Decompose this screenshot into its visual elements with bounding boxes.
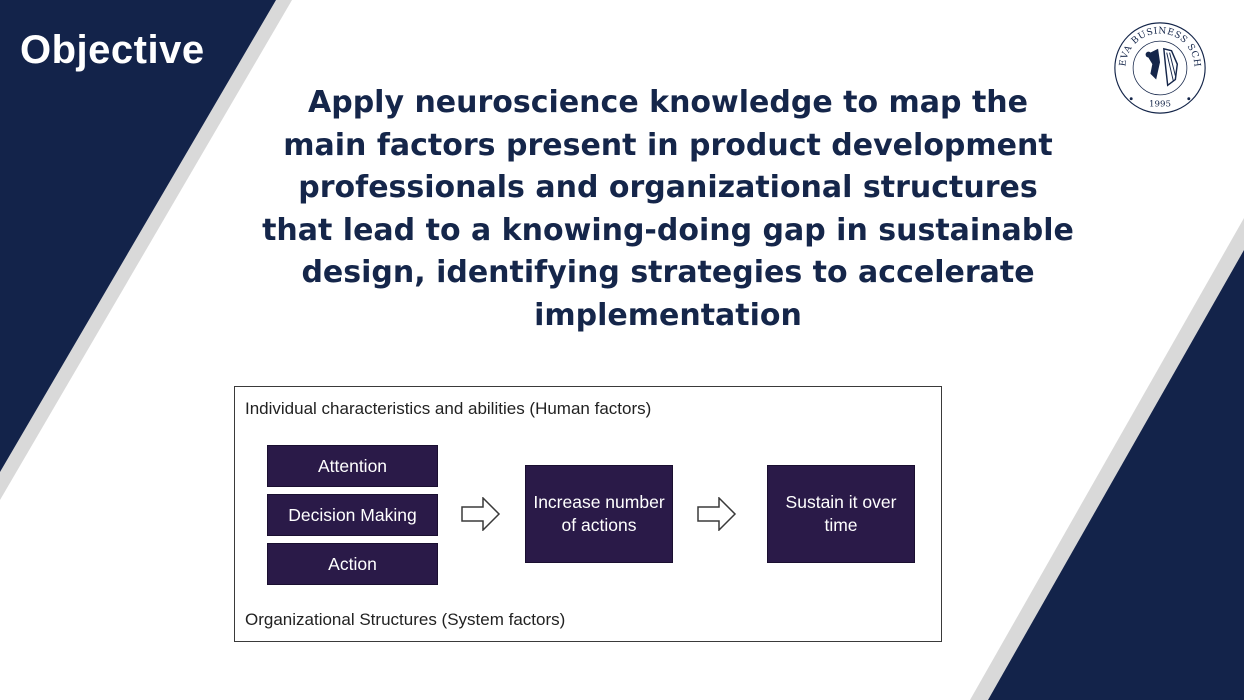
factor-action: Action bbox=[267, 543, 438, 585]
step-sustain-over-time: Sustain it over time bbox=[767, 465, 915, 563]
eagle-icon bbox=[1145, 47, 1179, 87]
system-factors-label: Organizational Structures (System factor… bbox=[245, 610, 566, 629]
left-navy-panel bbox=[0, 0, 276, 472]
right-navy-panel bbox=[988, 250, 1244, 700]
school-logo: GENEVA BUSINESS SCHOOL 1995 bbox=[1112, 20, 1206, 114]
human-factors-label: Individual characteristics and abilities… bbox=[245, 399, 652, 418]
arrow-right-icon bbox=[697, 497, 737, 531]
objective-statement: Apply neuroscience knowledge to map the … bbox=[262, 85, 1074, 333]
factor-attention: Attention bbox=[267, 445, 438, 487]
framework-diagram: Individual characteristics and abilities… bbox=[234, 386, 942, 642]
arrow-right-icon bbox=[461, 497, 501, 531]
step-increase-actions: Increase number of actions bbox=[525, 465, 673, 563]
slide-title: Objective bbox=[20, 28, 205, 72]
logo-year: 1995 bbox=[1149, 99, 1171, 109]
factor-decision-making: Decision Making bbox=[267, 494, 438, 536]
